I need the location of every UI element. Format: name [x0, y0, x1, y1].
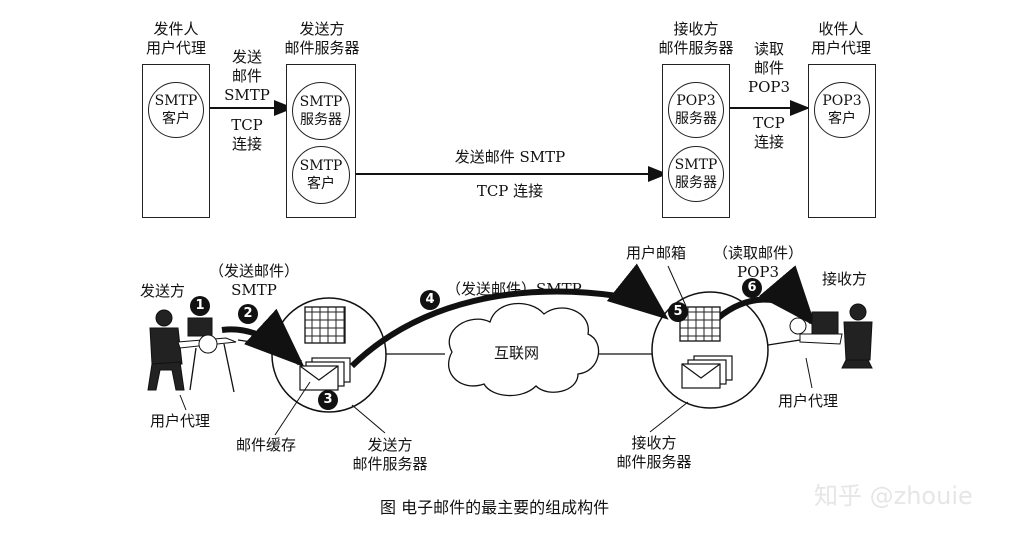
pointer-sender-server [351, 404, 386, 434]
watermark: 知乎 @zhouie [814, 482, 973, 510]
arrow-step-2 [221, 308, 305, 368]
link3-label-d: TCP [753, 114, 785, 132]
sender-smtp-server-line1: SMTP [299, 94, 343, 110]
sender-label: 发送方 [140, 282, 186, 300]
step6-labels: （读取邮件） POP3 [706, 244, 810, 282]
sender-agent-title: 发件人 用户代理 [138, 20, 214, 58]
link1-tcp-labels: TCP 连接 [224, 116, 270, 154]
sender-agent-title-line2: 用户代理 [145, 39, 206, 57]
mail-cache-label: 邮件缓存 [236, 436, 297, 454]
step6-label-pop3: POP3 [736, 263, 780, 281]
user-agent-left-label: 用户代理 [150, 412, 211, 430]
internet-cloud [448, 302, 600, 397]
receiver-smtp-server-line1: SMTP [674, 157, 718, 173]
receiver-agent-title: 收件人 用户代理 [800, 20, 882, 58]
receiver-pop3-server: POP3 服务器 [668, 82, 724, 138]
sender-server-smtp-client-line1: SMTP [299, 158, 343, 174]
sender-agent-title-line1: 发件人 [153, 20, 199, 38]
step-4-badge: 4 [420, 290, 440, 310]
link2-label-a: 发送邮件 SMTP [454, 148, 566, 166]
sender-server-bottom-line1: 发送方 [367, 436, 413, 454]
link3-labels: 读取 邮件 POP3 [744, 40, 794, 97]
figure-caption: 图 电子邮件的最主要的组成构件 [380, 498, 610, 517]
step2-label-paren: （发送邮件） [208, 262, 299, 280]
link-line-agent-right [767, 339, 801, 346]
receiver-agent-title-line1: 收件人 [818, 20, 864, 38]
link1-label-e: 连接 [231, 135, 262, 153]
link3-label-c: POP3 [747, 78, 791, 96]
arrow-step-6 [716, 265, 816, 327]
receiver-server-bottom-label: 接收方 邮件服务器 [608, 434, 700, 472]
receiver-pop3-server-line2: 服务器 [675, 111, 717, 127]
receiver-pop3-client-line2: 客户 [828, 111, 856, 127]
link1-label-a: 发送 [231, 48, 262, 66]
sender-smtp-client-line1: SMTP [154, 93, 198, 109]
receiver-server-title-line1: 接收方 [673, 20, 719, 38]
receiver-server-title-line2: 邮件服务器 [658, 39, 734, 57]
receiver-pop3-client-line1: POP3 [822, 93, 862, 109]
receiver-server-title: 接收方 邮件服务器 [648, 20, 744, 58]
step6-label-paren: （读取邮件） [712, 244, 803, 262]
receiver-server-bottom-line2: 邮件服务器 [616, 453, 692, 471]
link2-label-b: TCP 连接 [476, 182, 544, 200]
arrow-step-4 [349, 263, 669, 369]
step4-label: （发送邮件）SMTP [446, 280, 582, 298]
step-3-badge: 3 [318, 390, 338, 410]
sender-server-smtp-client: SMTP 客户 [292, 146, 350, 204]
step-6-badge: 6 [742, 278, 762, 298]
pointer-receiver-server [649, 401, 689, 433]
pointer-mail-cache [274, 381, 311, 436]
step2-labels: （发送邮件） SMTP [202, 262, 306, 300]
link1-label-c: SMTP [224, 86, 270, 104]
sender-smtp-client-line2: 客户 [162, 111, 190, 127]
sender-server-smtp-client-line2: 客户 [307, 176, 335, 192]
step2-label-smtp: SMTP [231, 281, 277, 299]
receiver-envelopes [681, 355, 733, 389]
sender-mail-grid [304, 306, 346, 344]
sender-server-title-line2: 邮件服务器 [284, 39, 360, 57]
receiver-pop3-client: POP3 客户 [814, 82, 870, 138]
sender-smtp-server-line2: 服务器 [300, 112, 342, 128]
step-5-badge: 5 [668, 302, 688, 322]
receiver-smtp-server-line2: 服务器 [675, 175, 717, 191]
sender-server-bottom-label: 发送方 邮件服务器 [344, 436, 436, 474]
link3-label-a: 读取 [753, 40, 784, 58]
receiver-server-bottom-line1: 接收方 [631, 434, 677, 452]
sender-person-illustration [147, 309, 237, 393]
link1-labels: 发送 邮件 SMTP [224, 48, 270, 105]
sender-server-title-line1: 发送方 [299, 20, 345, 38]
receiver-pop3-server-line1: POP3 [676, 93, 716, 109]
link3-tcp-labels: TCP 连接 [744, 114, 794, 152]
sender-smtp-client: SMTP 客户 [148, 82, 204, 138]
link1-label-d: TCP [231, 116, 263, 134]
mailbox-label: 用户邮箱 [626, 244, 687, 262]
receiver-person-illustration [789, 303, 873, 369]
receiver-smtp-server: SMTP 服务器 [668, 146, 724, 202]
step-1-badge: 1 [190, 296, 210, 316]
pointer-user-agent-right [805, 357, 813, 389]
pointer-user-agent-left [179, 394, 187, 411]
step-2-badge: 2 [238, 304, 258, 324]
sender-server-title: 发送方 邮件服务器 [276, 20, 368, 58]
sender-smtp-server: SMTP 服务器 [292, 82, 350, 140]
sender-envelopes [299, 357, 351, 391]
internet-label: 互联网 [494, 344, 540, 362]
sender-server-bottom-line2: 邮件服务器 [352, 455, 428, 473]
receiver-agent-title-line2: 用户代理 [810, 39, 871, 57]
link3-label-b: 邮件 [753, 59, 784, 77]
link1-label-b: 邮件 [231, 67, 262, 85]
pointer-mailbox [667, 265, 687, 307]
link3-label-e: 连接 [753, 133, 784, 151]
user-agent-right-label: 用户代理 [778, 392, 839, 410]
receiver-label: 接收方 [822, 270, 868, 288]
